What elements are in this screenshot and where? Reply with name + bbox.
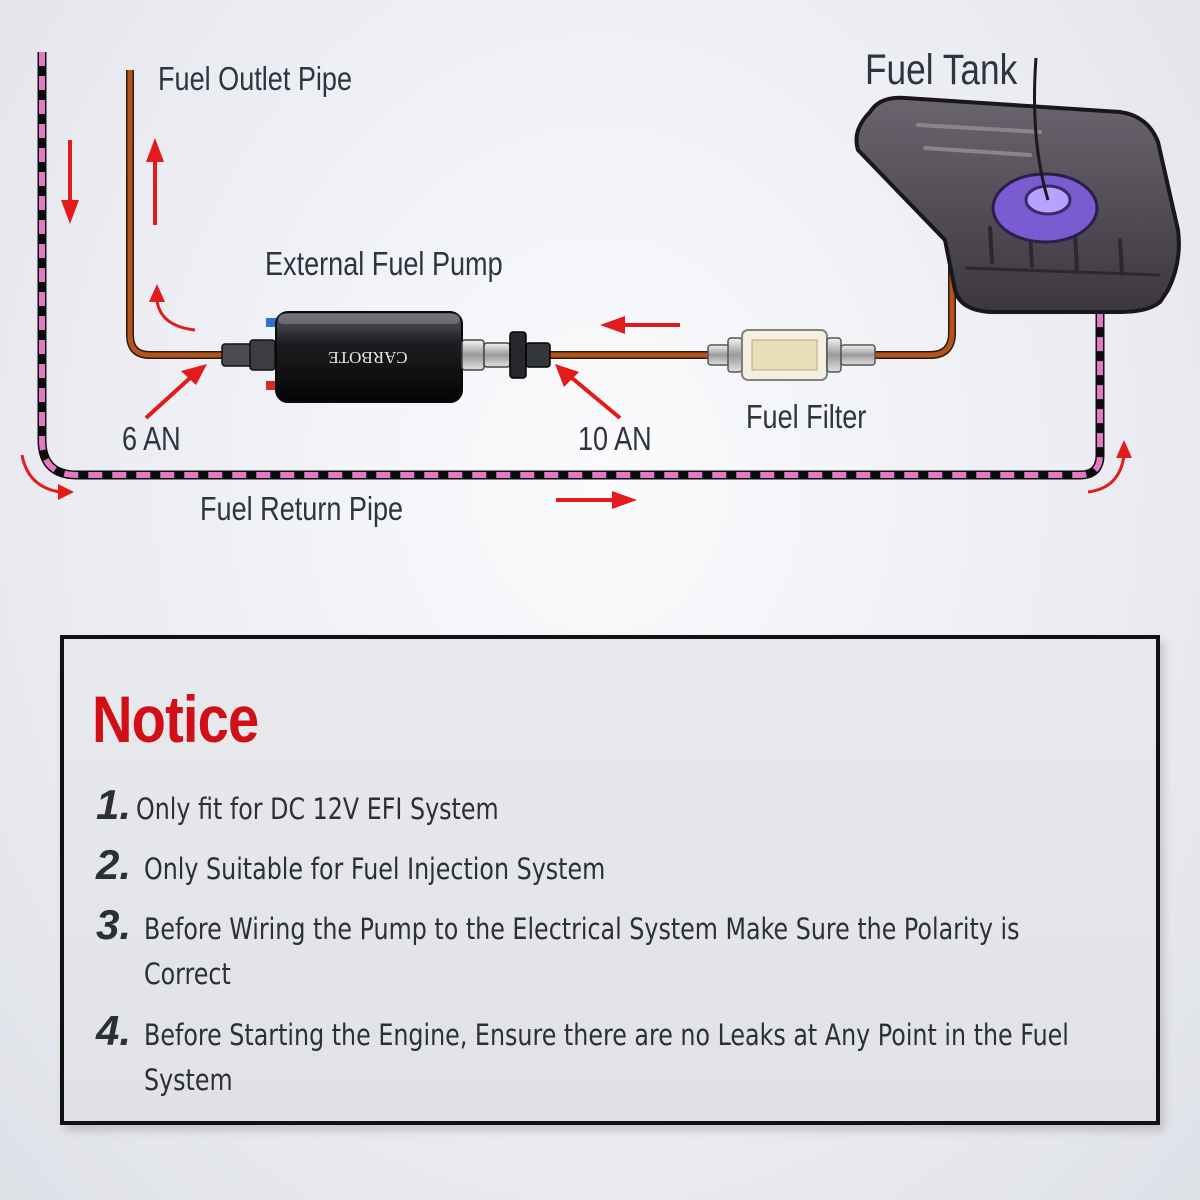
external-fuel-pump-icon: [221, 311, 551, 403]
arrow-curve-up-icon: [149, 284, 196, 332]
label-6-an: 6 AN: [122, 420, 181, 457]
notice-item-text: Only fit for DC 12V EFI System: [136, 792, 499, 826]
arrow-up-icon: [146, 138, 164, 225]
label-fuel-tank: Fuel Tank: [865, 46, 1018, 94]
fuel-filter-icon: [707, 329, 876, 381]
arrow-right-icon: [556, 491, 637, 509]
notice-panel: Notice 1. Only fit for DC 12V EFI System…: [60, 635, 1160, 1125]
notice-item-number: 4.: [96, 1007, 132, 1054]
flow-arrows: [20, 138, 1132, 509]
label-fuel-outlet-pipe: Fuel Outlet Pipe: [158, 60, 353, 97]
label-fuel-return-pipe: Fuel Return Pipe: [200, 490, 404, 527]
arrow-curve-return-right-icon: [1087, 440, 1132, 494]
arrow-curve-return-left-icon: [20, 454, 74, 500]
notice-item-number: 3.: [96, 901, 132, 948]
label-10-an: 10 AN: [578, 420, 652, 457]
pump-brand-text: CARBOTE: [328, 348, 407, 367]
notice-item-number: 2.: [96, 841, 132, 888]
fuel-tank: [854, 57, 1181, 314]
notice-item-text: Only Suitable for Fuel Injection System: [144, 852, 606, 886]
arrow-left-icon: [600, 316, 680, 334]
arrow-diag-10an-icon: [555, 364, 622, 420]
notice-item-text: Before Starting the Engine, Ensure there…: [144, 1018, 1069, 1097]
fuel-outlet-pipe: [126, 70, 235, 359]
notice-item-text: Before Wiring the Pump to the Electrical…: [144, 912, 1020, 991]
arrow-diag-6an-icon: [144, 364, 207, 420]
notice-item-number: 1.: [96, 781, 132, 828]
label-fuel-filter: Fuel Filter: [746, 398, 867, 435]
label-external-fuel-pump: External Fuel Pump: [265, 245, 503, 282]
arrow-down-icon: [61, 140, 79, 224]
fuel-system-diagram: CARBOTE: [20, 52, 1181, 509]
notice-title: Notice: [92, 682, 259, 756]
